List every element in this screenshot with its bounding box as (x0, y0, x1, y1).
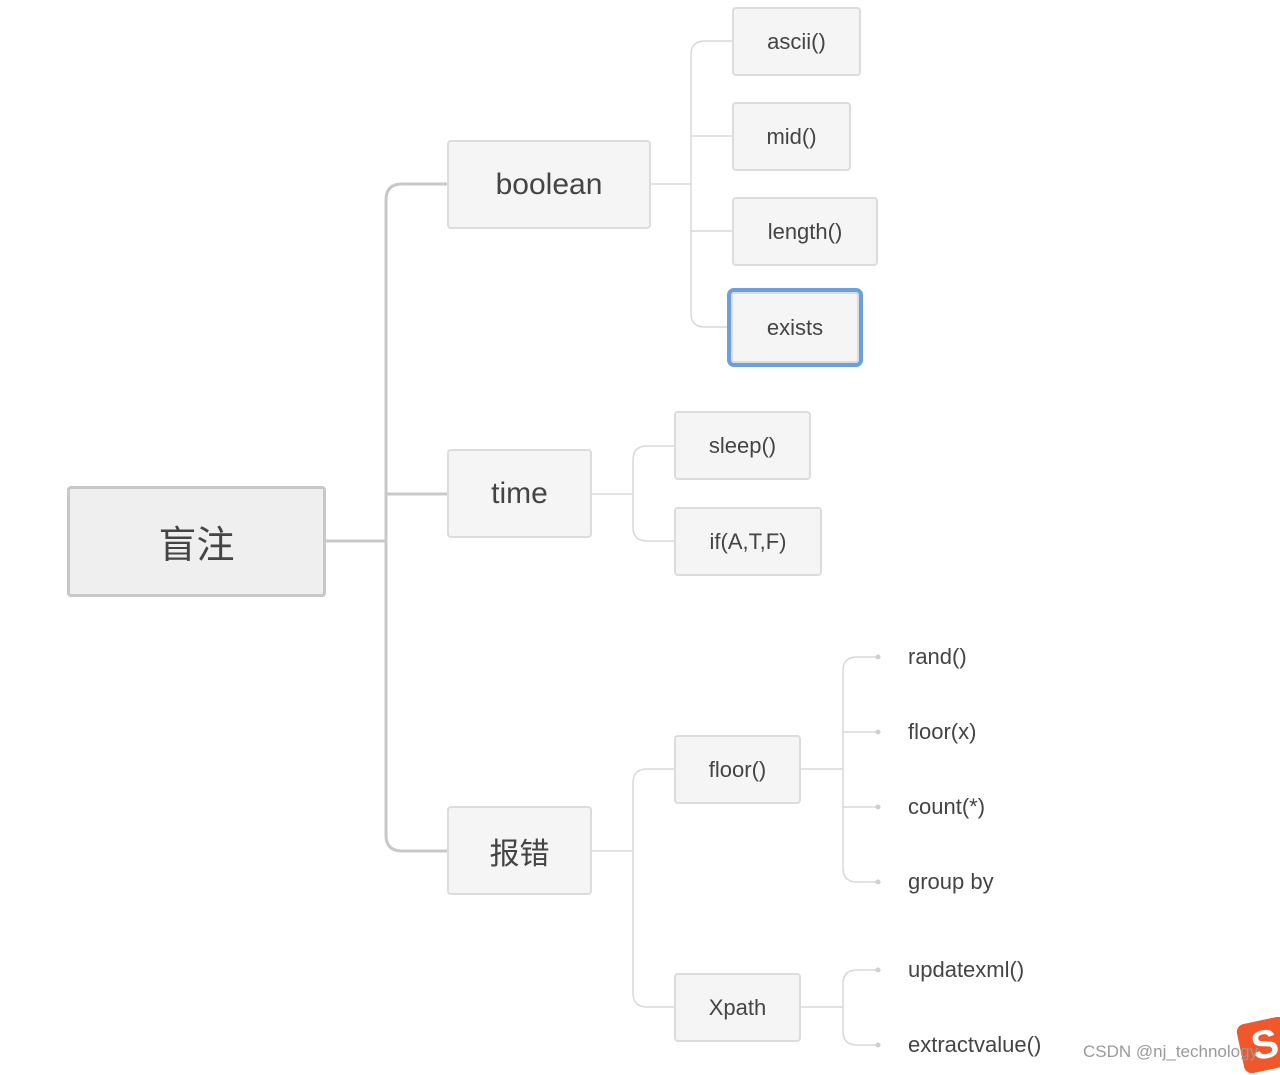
node-time[interactable]: time (447, 449, 592, 538)
node-boolean[interactable]: boolean (447, 140, 651, 229)
node-length[interactable]: length() (732, 197, 878, 266)
root-node[interactable]: 盲注 (67, 486, 326, 597)
leaf-floor-x[interactable]: floor(x) (908, 719, 977, 744)
node-floor[interactable]: floor() (674, 735, 801, 804)
leaf-rand[interactable]: rand() (908, 644, 967, 669)
node-exists-selected[interactable]: exists (727, 288, 863, 367)
node-if[interactable]: if(A,T,F) (674, 507, 822, 576)
node-mid[interactable]: mid() (732, 102, 851, 171)
node-ascii[interactable]: ascii() (732, 7, 861, 76)
leaf-group-by[interactable]: group by (908, 869, 994, 894)
leaf-count[interactable]: count(*) (908, 794, 986, 819)
node-sleep[interactable]: sleep() (674, 411, 811, 480)
leaf-updatexml[interactable]: updatexml() (908, 957, 1025, 982)
node-error-based[interactable]: 报错 (447, 806, 592, 895)
watermark: CSDN @nj_technology (1083, 1042, 1259, 1061)
leaf-extractvalue[interactable]: extractvalue() (908, 1032, 1042, 1057)
node-xpath[interactable]: Xpath (674, 973, 801, 1042)
